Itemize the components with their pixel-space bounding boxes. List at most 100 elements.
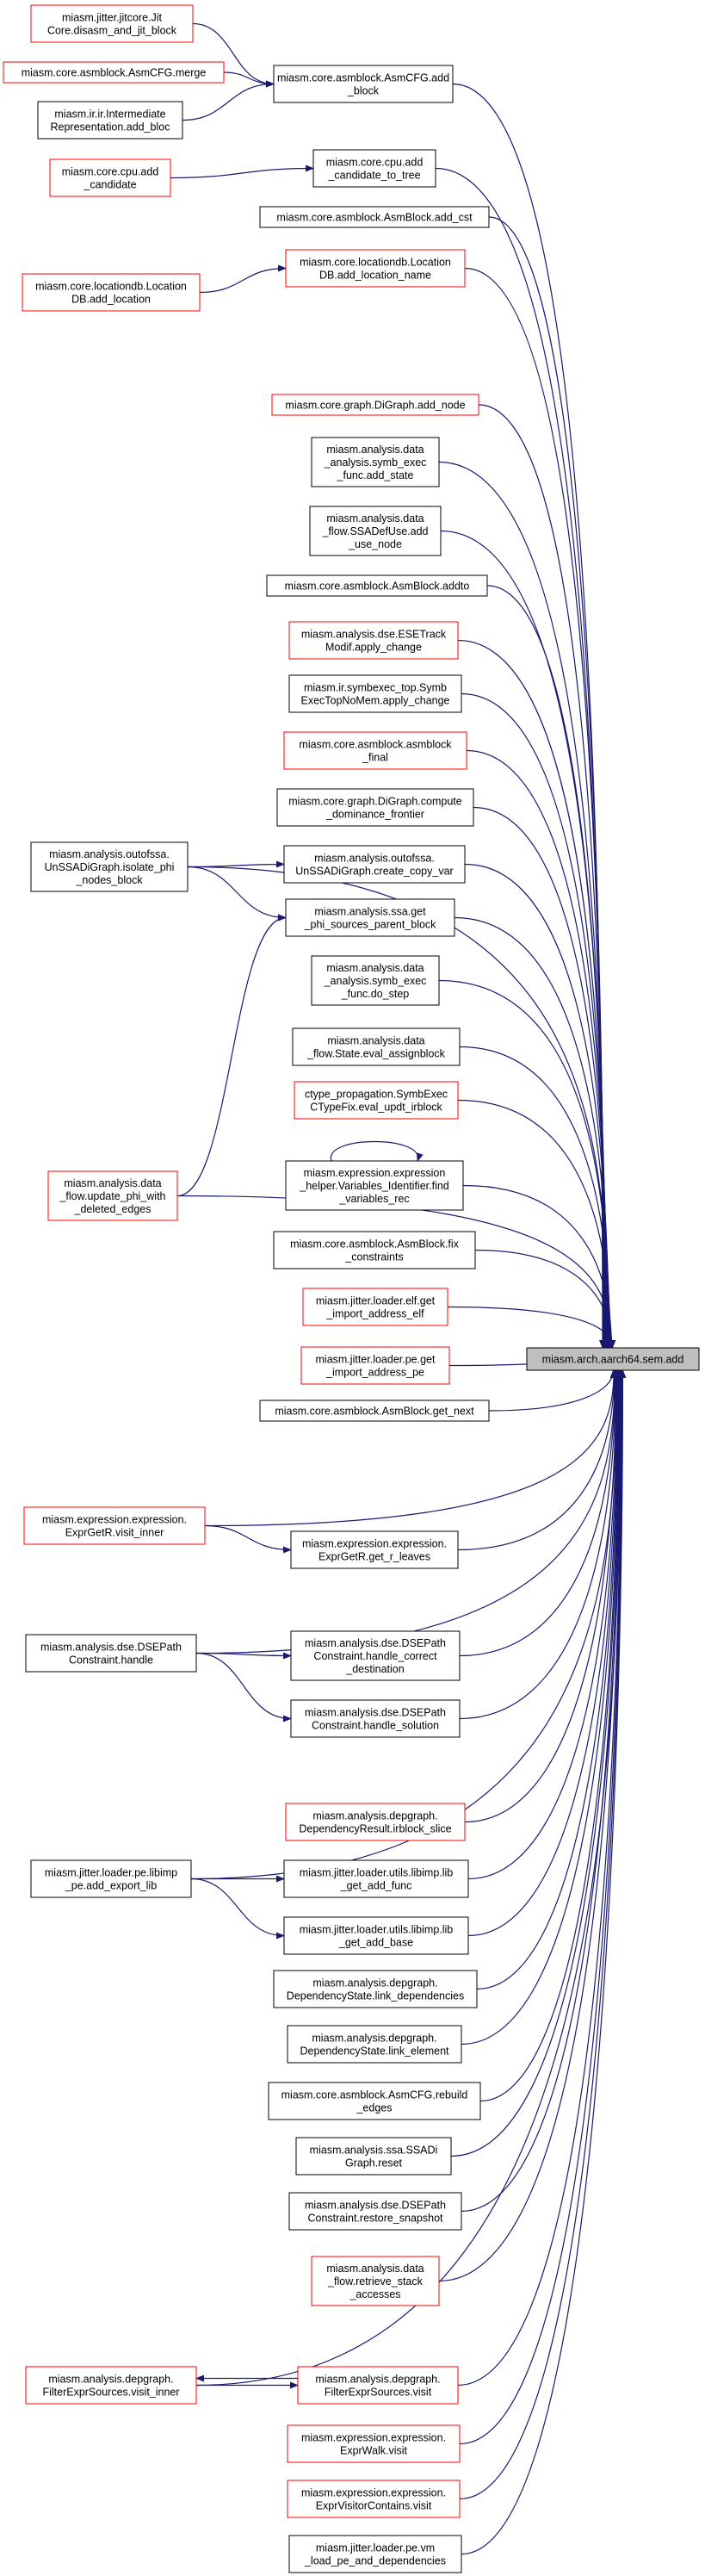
graph-node[interactable]: miasm.core.cpu.add_candidate xyxy=(49,158,171,197)
graph-node[interactable]: miasm.core.asmblock.AsmBlock.get_next xyxy=(259,1400,490,1422)
node-label-line: _phi_sources_parent_block xyxy=(304,919,437,931)
graph-node[interactable]: miasm.jitter.loader.utils.libimp.lib_get… xyxy=(283,1859,469,1898)
graph-node[interactable]: miasm.expression.expression.ExprWalk.vis… xyxy=(287,2424,461,2463)
node-label-line: DB.add_location_name xyxy=(319,270,431,282)
graph-node[interactable]: miasm.analysis.depgraph.FilterExprSource… xyxy=(297,2366,459,2405)
node-box xyxy=(25,1634,197,1673)
node-label-line: miasm.core.asmblock.AsmBlock.get_next xyxy=(275,1406,474,1418)
graph-node[interactable]: ctype_propagation.SymbExecCTypeFix.eval_… xyxy=(294,1081,459,1120)
graph-node[interactable]: miasm.core.locationdb.LocationDB.add_loc… xyxy=(22,273,201,312)
node-label-line: _nodes_block xyxy=(75,874,143,886)
node-label-line: miasm.analysis.data xyxy=(327,1035,424,1047)
node-label-line: _variables_rec xyxy=(338,1193,409,1205)
graph-node[interactable]: miasm.jitter.loader.utils.libimp.lib_get… xyxy=(283,1916,469,1955)
node-box xyxy=(302,1288,448,1326)
graph-node[interactable]: miasm.core.asmblock.AsmCFG.rebuild_edges xyxy=(268,2082,481,2120)
graph-node[interactable]: miasm.core.asmblock.AsmBlock.addto xyxy=(266,574,488,597)
graph-node[interactable]: miasm.analysis.depgraph.DependencyState.… xyxy=(287,2025,462,2064)
graph-node[interactable]: miasm.core.asmblock.AsmCFG.add_block xyxy=(273,65,454,103)
graph-node[interactable]: miasm.analysis.depgraph.DependencyResult… xyxy=(285,1803,466,1841)
graph-node[interactable]: miasm.expression.expression_helper.Varia… xyxy=(285,1160,464,1211)
graph-node[interactable]: miasm.core.locationdb.LocationDB.add_loc… xyxy=(285,249,466,288)
graph-node[interactable]: miasm.analysis.ssa.SSADiGraph.reset xyxy=(295,2137,452,2176)
graph-node[interactable]: miasm.ir.symbexec_top.SymbExecTopNoMem.a… xyxy=(288,674,462,713)
call-edge xyxy=(195,1652,292,1723)
node-box xyxy=(266,574,488,597)
call-edge xyxy=(452,83,606,1349)
node-label-line: miasm.analysis.data xyxy=(64,1177,161,1189)
node-box xyxy=(283,1916,469,1955)
graph-node[interactable]: miasm.analysis.data_analysis.symb_exec_f… xyxy=(311,955,440,1006)
node-box xyxy=(22,273,201,312)
graph-node[interactable]: miasm.analysis.data_flow.retrieve_stack_… xyxy=(311,2256,440,2306)
graph-node[interactable]: miasm.analysis.dse.ESETrackModif.apply_c… xyxy=(288,621,459,660)
focus-node[interactable]: miasm.arch.aarch64.sem.add xyxy=(526,1347,700,1371)
call-edge xyxy=(467,1369,621,1880)
graph-node[interactable]: miasm.analysis.outofssa.UnSSADiGraph.iso… xyxy=(30,841,189,892)
node-label-line: UnSSADiGraph.create_copy_var xyxy=(295,866,453,878)
call-edge xyxy=(459,1369,620,1720)
graph-node[interactable]: miasm.expression.expression.ExprVisitorC… xyxy=(287,2480,461,2518)
graph-node[interactable]: miasm.analysis.dse.DSEPathConstraint.han… xyxy=(290,1630,461,1681)
node-box xyxy=(312,149,436,188)
node-box xyxy=(283,731,467,770)
graph-node[interactable]: miasm.analysis.data_flow.SSADefUse.add_u… xyxy=(309,506,442,556)
graph-node[interactable]: miasm.jitter.loader.elf.get_import_addre… xyxy=(302,1288,448,1326)
graph-node[interactable]: miasm.analysis.dse.DSEPathConstraint.han… xyxy=(25,1634,197,1673)
call-edge xyxy=(479,1369,623,2102)
graph-node[interactable]: miasm.core.asmblock.AsmBlock.add_cst xyxy=(259,206,490,228)
node-box xyxy=(300,1346,450,1385)
graph-node[interactable]: miasm.ir.ir.IntermediateRepresentation.a… xyxy=(37,101,183,140)
graph-node[interactable]: miasm.analysis.depgraph.DependencyState.… xyxy=(273,1970,478,2008)
node-box xyxy=(23,1506,206,1545)
graph-node[interactable]: miasm.jitter.loader.pe.libimp_pe.add_exp… xyxy=(30,1859,192,1898)
node-box xyxy=(283,845,466,884)
node-box xyxy=(290,1530,459,1569)
node-label-line: miasm.core.asmblock.asmblock xyxy=(299,739,452,751)
graph-node[interactable]: miasm.core.graph.DiGraph.compute_dominan… xyxy=(276,788,474,827)
node-label-line: ExprGetR.visit_inner xyxy=(65,1527,164,1539)
graph-node[interactable]: miasm.expression.expression.ExprGetR.vis… xyxy=(23,1506,206,1545)
node-label-line: _use_node xyxy=(348,538,402,550)
graph-node[interactable]: miasm.analysis.data_flow.State.eval_assi… xyxy=(292,1027,461,1066)
node-label-line: miasm.jitter.loader.pe.get xyxy=(316,1354,436,1366)
graph-node[interactable]: miasm.analysis.data_flow.update_phi_with… xyxy=(47,1170,178,1221)
node-label-line: _candidate_to_tree xyxy=(327,170,420,182)
graph-node[interactable]: miasm.expression.expression.ExprGetR.get… xyxy=(290,1530,459,1569)
node-label-line: miasm.core.asmblock.AsmCFG.rebuild xyxy=(281,2089,468,2101)
node-label-line: _flow.State.eval_assignblock xyxy=(306,1048,446,1060)
node-label-line: miasm.jitter.loader.utils.libimp.lib xyxy=(300,1924,454,1936)
node-label-line: miasm.expression.expression xyxy=(304,1167,446,1179)
node-box xyxy=(288,2535,462,2573)
graph-node[interactable]: miasm.analysis.dse.DSEPathConstraint.han… xyxy=(290,1699,461,1738)
node-label-line: _accesses xyxy=(349,2288,400,2300)
graph-node[interactable]: miasm.analysis.depgraph.FilterExprSource… xyxy=(25,2366,197,2405)
graph-node[interactable]: miasm.analysis.ssa.get_phi_sources_paren… xyxy=(285,898,455,937)
node-label-line: miasm.analysis.depgraph. xyxy=(48,2374,173,2386)
node-label-line: miasm.analysis.dse.DSEPath xyxy=(305,1637,446,1649)
graph-node[interactable]: miasm.analysis.outofssa.UnSSADiGraph.cre… xyxy=(283,845,466,884)
call-edge xyxy=(461,1369,627,2555)
graph-node[interactable]: miasm.core.asmblock.asmblock_final xyxy=(283,731,467,770)
graph-node[interactable]: miasm.jitter.loader.pe.get_import_addres… xyxy=(300,1346,450,1385)
call-edge xyxy=(461,1369,624,2213)
nodes-layer: miasm.jitter.jitcore.JitCore.disasm_and_… xyxy=(3,4,700,2573)
graph-node[interactable]: miasm.analysis.dse.DSEPathConstraint.res… xyxy=(288,2192,462,2231)
node-box xyxy=(290,1630,461,1681)
node-box xyxy=(47,1170,178,1221)
graph-node[interactable]: miasm.jitter.loader.pe.vm_load_pe_and_de… xyxy=(288,2535,462,2573)
node-box xyxy=(271,394,479,416)
graph-node[interactable]: miasm.analysis.data_analysis.symb_exec_f… xyxy=(311,437,440,487)
graph-node[interactable]: miasm.core.graph.DiGraph.add_node xyxy=(271,394,479,416)
graph-node[interactable]: miasm.core.cpu.add_candidate_to_tree xyxy=(312,149,436,188)
node-label-line: miasm.analysis.ssa.SSADi xyxy=(310,2145,438,2157)
node-box xyxy=(285,1803,466,1841)
call-edge xyxy=(459,1369,626,2445)
call-edge xyxy=(176,914,287,1197)
node-box xyxy=(37,101,183,140)
node-label-line: miasm.core.asmblock.AsmBlock.addto xyxy=(285,580,470,593)
graph-node[interactable]: miasm.core.asmblock.AsmCFG.merge xyxy=(3,61,225,84)
graph-node[interactable]: miasm.jitter.jitcore.JitCore.disasm_and_… xyxy=(30,4,194,43)
graph-node[interactable]: miasm.core.asmblock.AsmBlock.fix_constra… xyxy=(273,1231,476,1269)
node-box xyxy=(285,249,466,288)
